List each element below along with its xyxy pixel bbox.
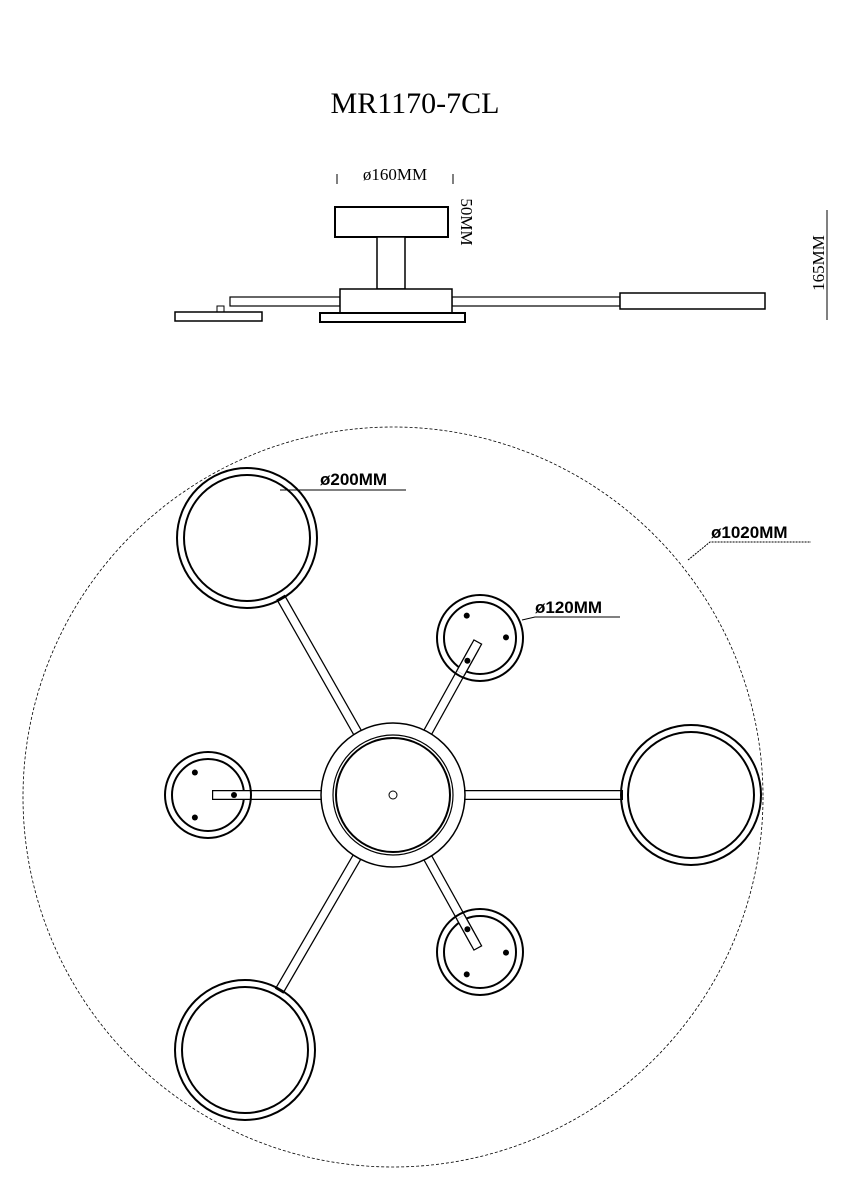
center-disk xyxy=(335,737,451,853)
overall-diameter-label: ø1020MM xyxy=(711,523,788,542)
canopy xyxy=(334,206,449,238)
shade-inner-ring xyxy=(443,601,517,675)
overall-diameter-circle xyxy=(22,426,764,1168)
canopy-height-label: 50MM xyxy=(457,198,476,245)
shade-outer-ring xyxy=(164,751,252,839)
large-shade xyxy=(176,467,318,609)
arm-end-fill xyxy=(457,915,481,950)
small-shade-diameter-label: ø120MM xyxy=(535,598,602,617)
shade-outer-ring xyxy=(436,594,524,682)
leader-120 xyxy=(521,616,620,621)
small-shade xyxy=(164,751,252,839)
left-arm xyxy=(229,296,341,307)
mount-screw xyxy=(502,949,509,956)
shade-outer-ring xyxy=(174,979,316,1121)
mount-screw xyxy=(463,612,470,619)
shade-outer-ring xyxy=(620,724,762,866)
side-view xyxy=(174,174,828,323)
left-shade xyxy=(174,311,263,322)
body xyxy=(339,288,453,314)
large-shade-diameter-label: ø200MM xyxy=(320,470,387,489)
mount-screw xyxy=(502,634,509,641)
shade-outer-ring xyxy=(436,908,524,996)
mount-screw xyxy=(464,926,471,933)
large-shade xyxy=(620,724,762,866)
small-shade xyxy=(436,908,524,996)
small-shade xyxy=(436,594,524,682)
model-title: MR1170-7CL xyxy=(331,87,500,120)
leader-1020 xyxy=(687,541,811,561)
mount-screw xyxy=(191,814,198,821)
right-arm xyxy=(451,296,621,307)
shade-inner-ring xyxy=(181,986,309,1114)
stem xyxy=(376,236,406,290)
shade-outer-ring xyxy=(176,467,318,609)
shade-inner-ring xyxy=(183,474,311,602)
mount-screw xyxy=(191,769,198,776)
shade-inner-ring xyxy=(627,731,755,859)
mount-screw xyxy=(464,657,471,664)
arm-end-fill xyxy=(457,640,481,675)
top-view xyxy=(22,426,811,1168)
right-shade xyxy=(619,292,766,310)
total-height-label: 165MM xyxy=(809,235,828,291)
canopy-diameter-label: ø160MM xyxy=(363,165,427,184)
bottom-plate xyxy=(319,312,466,323)
mount-screw xyxy=(463,971,470,978)
center-hole xyxy=(388,790,398,800)
shade-inner-ring xyxy=(443,915,517,989)
mount-screw xyxy=(231,792,237,798)
large-shade xyxy=(174,979,316,1121)
